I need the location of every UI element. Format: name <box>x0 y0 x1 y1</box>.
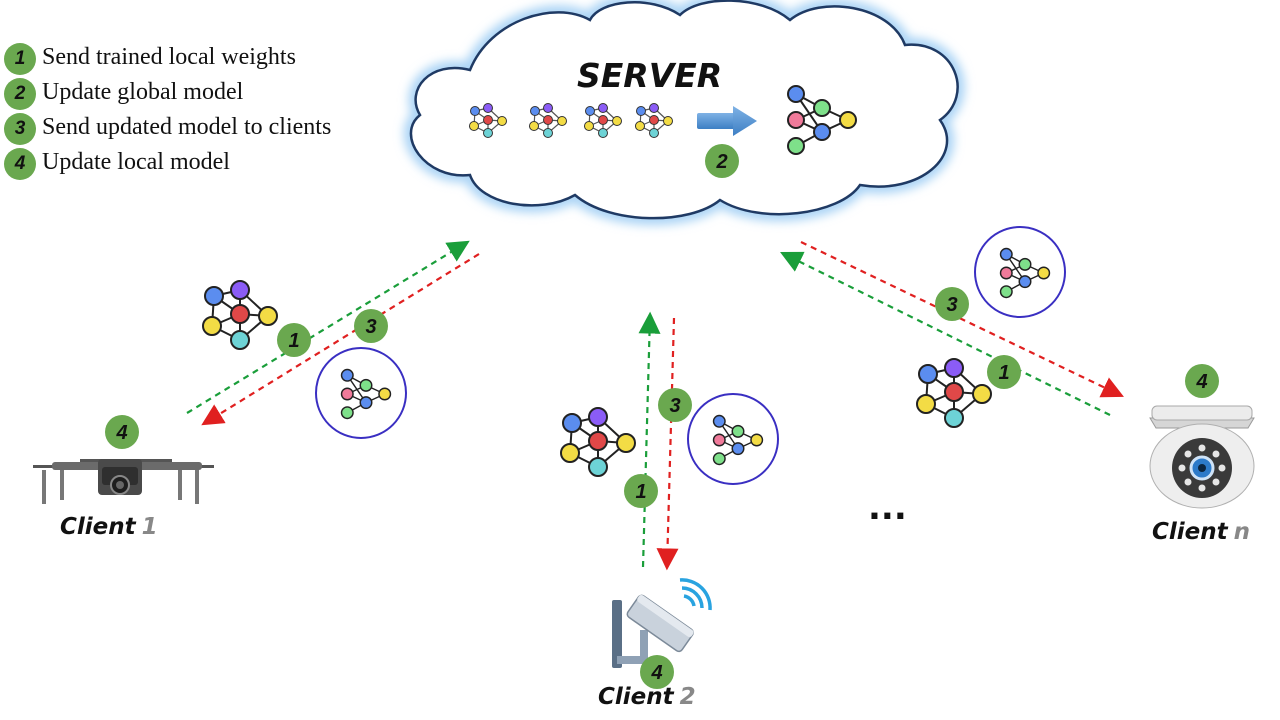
svg-text:4: 4 <box>1195 371 1207 393</box>
clientn-download-step-badge: 3 <box>935 287 969 321</box>
server-step-badge: 2 <box>705 144 739 178</box>
client1-download-arrow <box>201 253 480 426</box>
svg-text:1: 1 <box>288 330 299 352</box>
client-index: 2 <box>679 684 696 710</box>
svg-text:2: 2 <box>715 151 727 173</box>
client2-local-model <box>560 407 636 477</box>
clientn-local-model <box>916 358 992 428</box>
client2-download-step-badge: 3 <box>658 388 692 422</box>
svg-text:3: 3 <box>365 316 376 338</box>
step-badge: 1 <box>4 43 36 75</box>
legend-text: Send updated model to clients <box>42 114 332 140</box>
clientn-updated-model <box>974 226 1066 318</box>
aggregation-arrow-icon <box>697 106 757 136</box>
client2-upload-arrow <box>638 311 661 568</box>
clientn-update-step-badge: 4 <box>1185 364 1219 398</box>
cctv-camera-icon <box>612 578 712 668</box>
svg-text:1: 1 <box>998 362 1009 384</box>
server-cloud <box>403 0 965 226</box>
client1-upload-step-badge: 1 <box>277 323 311 357</box>
legend-text: Update local model <box>42 149 230 175</box>
client2-updated-model <box>687 393 779 485</box>
client1-local-model <box>202 280 278 350</box>
drone-icon <box>33 459 214 504</box>
client1-download-step-badge: 3 <box>354 309 388 343</box>
client2-update-step-badge: 4 <box>640 655 674 689</box>
client-name: Client <box>598 684 674 710</box>
clientn-upload-arrow <box>780 251 1111 416</box>
client-name: Client <box>60 514 136 540</box>
dome-camera-icon <box>1149 405 1255 509</box>
client2-download-arrow <box>656 317 679 571</box>
legend-item-1: 1 Send trained local weights <box>4 43 424 77</box>
step-badge: 3 <box>4 113 36 145</box>
more-clients-ellipsis: ... <box>868 488 907 528</box>
client-index: 1 <box>141 514 158 540</box>
legend-text: Send trained local weights <box>42 44 296 70</box>
client-index: n <box>1233 519 1250 545</box>
legend-text: Update global model <box>42 79 244 105</box>
svg-text:3: 3 <box>946 294 957 316</box>
client1-updated-model <box>315 347 407 439</box>
svg-text:1: 1 <box>635 481 646 503</box>
legend-item-3: 3 Send updated model to clients <box>4 113 424 147</box>
server-label: SERVER <box>577 56 723 95</box>
svg-text:4: 4 <box>650 662 662 684</box>
step-badge: 4 <box>4 148 36 180</box>
client1-update-step-badge: 4 <box>105 415 139 449</box>
step-badge: 2 <box>4 78 36 110</box>
legend-item-4: 4 Update local model <box>4 148 424 182</box>
client-name: Client <box>1152 519 1228 545</box>
svg-text:3: 3 <box>669 395 680 417</box>
svg-text:4: 4 <box>115 422 127 444</box>
legend-item-2: 2 Update global model <box>4 78 424 112</box>
client2-upload-step-badge: 1 <box>624 474 658 508</box>
clientn-upload-step-badge: 1 <box>987 355 1021 389</box>
